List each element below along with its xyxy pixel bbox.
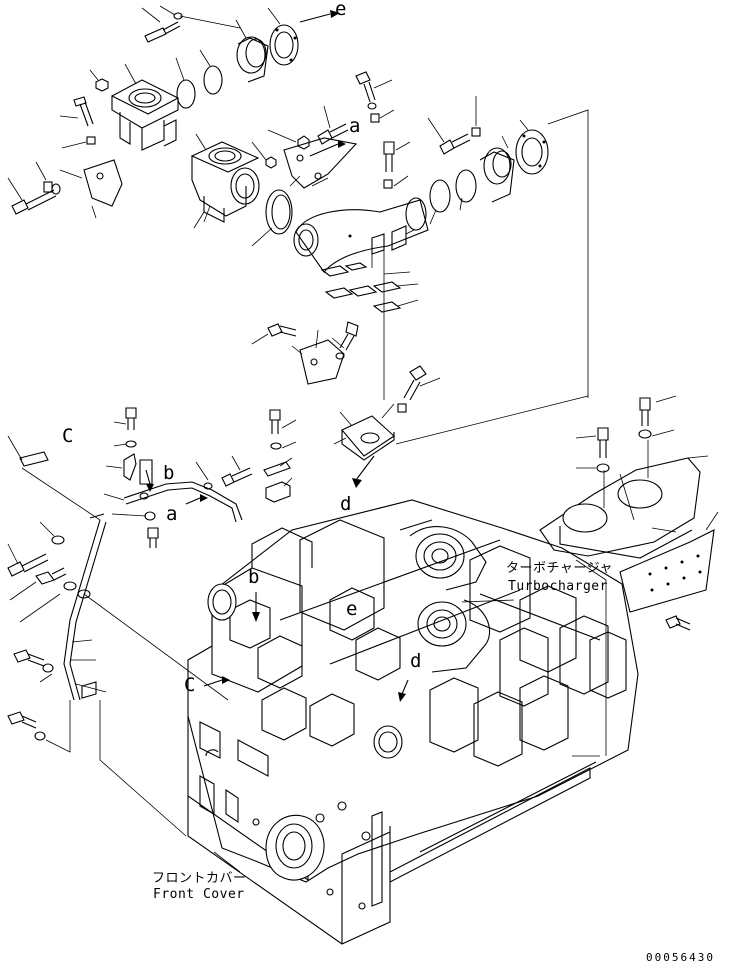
ref-letter-c-left: C xyxy=(62,425,74,447)
turbocharger-label-en: Turbocharger xyxy=(508,579,608,594)
ref-letter-b-mid: b xyxy=(163,462,175,484)
turbocharger-label-jp: ターボチャージャ xyxy=(506,561,613,576)
ref-letter-b-engine: b xyxy=(248,566,260,588)
right-flange-group xyxy=(429,109,589,398)
left-bolts-and-tube-group xyxy=(7,513,229,837)
document-number: 00056430 xyxy=(646,951,715,964)
top-left-connector-group xyxy=(7,5,340,219)
middle-connector-group xyxy=(190,133,293,247)
ref-letter-a-upper: a xyxy=(349,115,361,137)
ref-letter-a-mid: a xyxy=(166,503,178,525)
ref-letter-e-engine: e xyxy=(346,598,358,620)
ref-letter-d-mid: d xyxy=(340,493,352,515)
middle-bracket-group xyxy=(251,321,589,488)
ref-letter-e: e xyxy=(335,0,347,20)
ref-letter-d-engine: d xyxy=(410,650,422,672)
bent-pipe-group xyxy=(293,197,429,400)
engine-block xyxy=(187,499,639,945)
front-cover-label-en: Front Cover xyxy=(153,887,245,902)
right-heatshield-group xyxy=(539,395,719,756)
front-cover-label-jp: フロントカバー xyxy=(152,871,247,886)
ref-letter-c-engine: C xyxy=(184,674,196,696)
left-tube-group xyxy=(7,407,297,548)
top-right-bolts-group xyxy=(267,71,481,189)
